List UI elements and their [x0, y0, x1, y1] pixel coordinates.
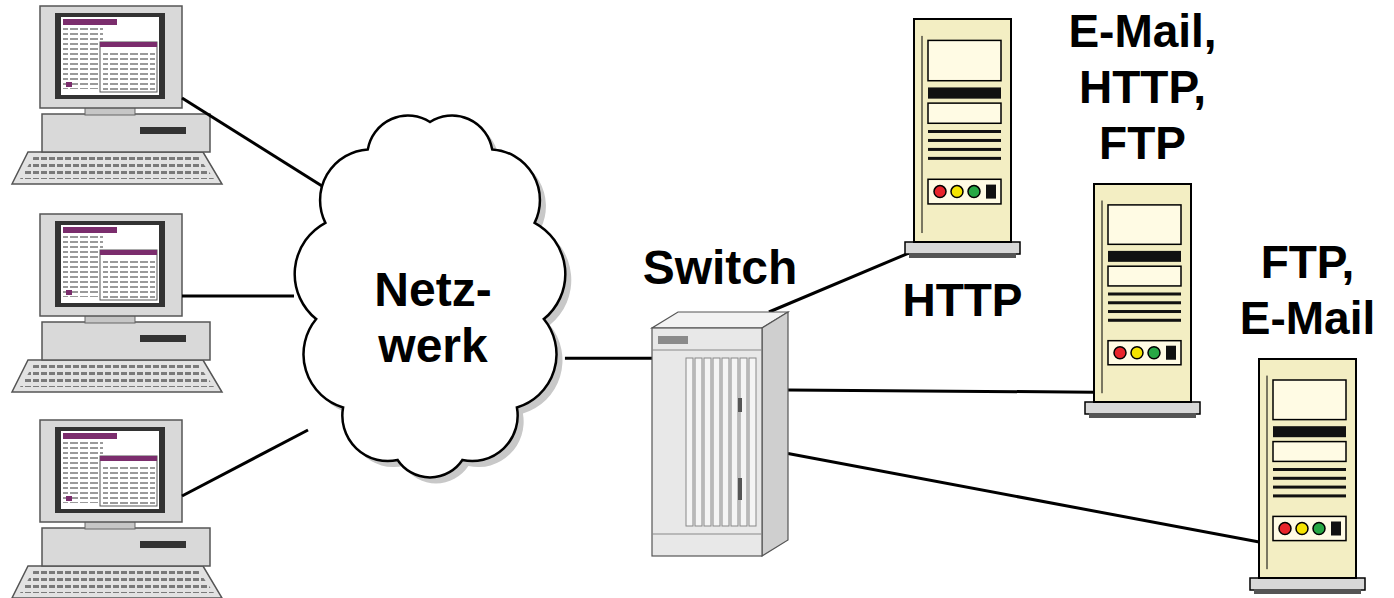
network-link [565, 357, 652, 360]
network-switch: Switch [652, 312, 788, 556]
network-link [788, 390, 1094, 392]
network-cloud: Netz- werk [288, 95, 578, 500]
network-link [788, 454, 1259, 543]
network-wire [182, 430, 308, 496]
network-wire [182, 98, 322, 186]
cloud-outline [295, 116, 566, 478]
network-wire [182, 295, 294, 298]
service-label: HTTP [878, 272, 1048, 328]
server-tower: FTP, E-Mail [1250, 358, 1365, 594]
client-computer [12, 214, 222, 392]
server-shape [1250, 358, 1365, 594]
switch-shape [652, 312, 788, 556]
server-shape [1085, 183, 1200, 418]
cloud-label: Netz- werk [353, 222, 513, 372]
service-label: E-Mail, HTTP, FTP [1058, 3, 1228, 171]
service-label: FTP, E-Mail [1233, 234, 1383, 346]
switch-label: Switch [620, 239, 820, 298]
server-shape [905, 18, 1020, 258]
client-computer [12, 420, 222, 598]
client-computer [12, 6, 222, 184]
server-tower: HTTP [905, 18, 1020, 258]
server-tower: E-Mail, HTTP, FTP [1085, 183, 1200, 418]
